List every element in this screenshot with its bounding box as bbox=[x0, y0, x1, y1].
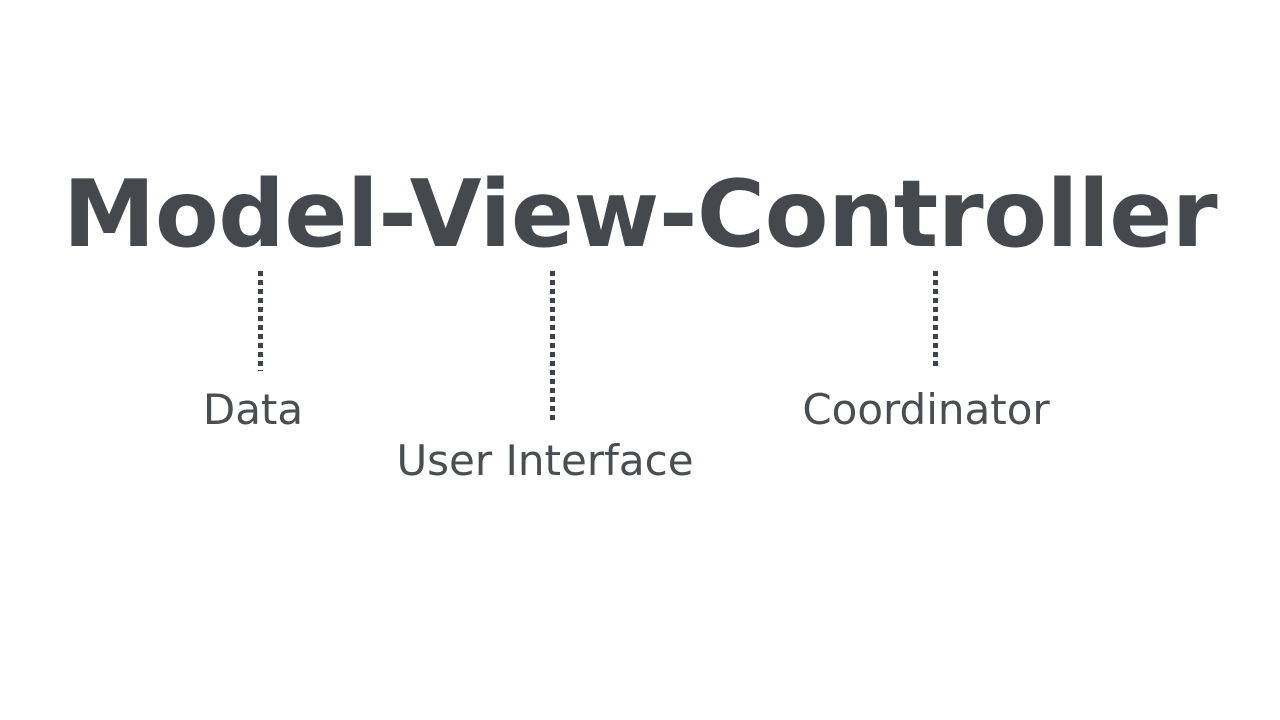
page-title: Model-View-Controller bbox=[62, 160, 1218, 268]
connector-dotted-line-model bbox=[258, 271, 263, 371]
annotation-label-model: Data bbox=[202, 385, 304, 434]
connector-dotted-line-view bbox=[550, 271, 555, 420]
connector-dotted-line-controller bbox=[933, 271, 938, 369]
annotation-label-view: User Interface bbox=[396, 436, 694, 485]
annotation-label-controller: Coordinator bbox=[802, 385, 1050, 434]
